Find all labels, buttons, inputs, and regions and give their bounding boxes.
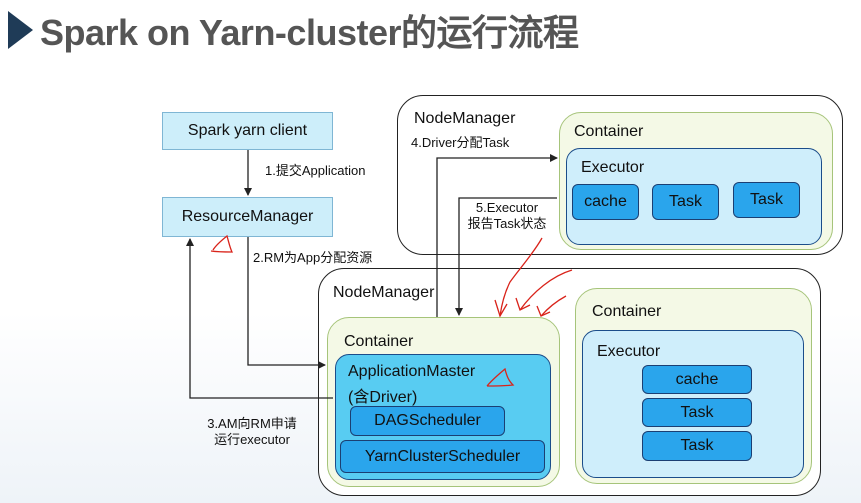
handwritten-annotations	[210, 234, 573, 387]
step-5-label: 5.Executor 报告Task状态	[463, 200, 551, 232]
step-3-label: 3.AM向RM申请 运行executor	[204, 416, 300, 448]
arrow-report	[455, 197, 557, 316]
step-2-label: 2.RM为App分配资源	[253, 250, 373, 265]
arrow-assign-task	[436, 154, 558, 317]
arrow-request	[186, 238, 333, 399]
title-arrow-icon	[8, 11, 33, 49]
resource-manager-label: ResourceManager	[181, 208, 314, 225]
container-right-label: Container	[592, 303, 662, 320]
executor-top-task-1: Task	[652, 184, 719, 220]
executor-right-label: Executor	[597, 343, 661, 360]
resource-manager-box: ResourceManager	[162, 197, 333, 237]
spark-yarn-client-box: Spark yarn client	[162, 112, 333, 150]
nodemanager-bottom-label: NodeManager	[333, 284, 435, 301]
spark-yarn-client-label: Spark yarn client	[187, 122, 308, 139]
nodemanager-top-label: NodeManager	[414, 110, 516, 127]
executor-right-task-2: Task	[642, 431, 752, 461]
application-master-label: ApplicationMaster	[348, 363, 476, 380]
step-3-line2: 运行executor	[214, 432, 290, 447]
executor-right-cache: cache	[642, 365, 752, 394]
step-1-label: 1.提交Application	[265, 163, 366, 178]
executor-top-task-2: Task	[733, 182, 800, 218]
executor-right-task-1: Task	[642, 398, 752, 427]
page-title: Spark on Yarn-cluster的运行流程	[40, 12, 579, 53]
dag-scheduler: DAGScheduler	[350, 406, 505, 436]
step-4-label: 4.Driver分配Task	[411, 135, 510, 150]
driver-label: (含Driver)	[348, 389, 418, 406]
container-am-label: Container	[344, 333, 414, 350]
arrow-allocate	[247, 237, 326, 369]
step-3-line1: 3.AM向RM申请	[207, 416, 297, 431]
container-top-label: Container	[574, 123, 644, 140]
executor-top-cache: cache	[572, 184, 639, 220]
yarn-cluster-scheduler: YarnClusterScheduler	[340, 440, 545, 473]
step-5-line2: 报告Task状态	[467, 216, 547, 231]
executor-top-label: Executor	[581, 159, 645, 176]
step-5-line1: 5.Executor	[475, 200, 539, 215]
